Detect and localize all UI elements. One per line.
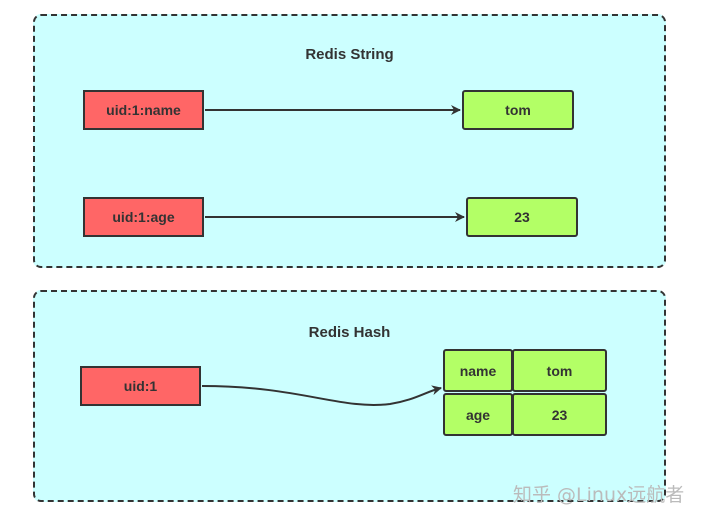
redis-hash-title: Redis Hash — [308, 324, 391, 341]
hash-key: uid:1 — [80, 366, 201, 406]
watermark: 知乎 @Linux远航者 — [513, 484, 685, 506]
hash-field-name: name — [443, 349, 513, 392]
hash-value-age: 23 — [512, 393, 607, 436]
redis-string-title: Redis String — [305, 46, 394, 63]
string-value-age: 23 — [466, 197, 578, 237]
string-key-name: uid:1:name — [83, 90, 204, 130]
string-key-age: uid:1:age — [83, 197, 204, 237]
hash-value-name: tom — [512, 349, 607, 392]
hash-field-age: age — [443, 393, 513, 436]
string-value-name: tom — [462, 90, 574, 130]
